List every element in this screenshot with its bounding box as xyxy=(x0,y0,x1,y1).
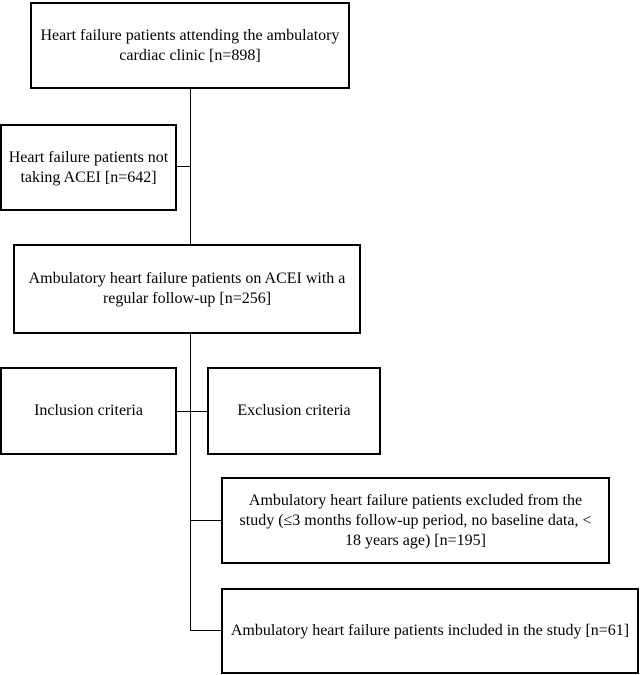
box-inclusion-criteria-text: Inclusion criteria xyxy=(34,402,143,419)
box-excluded-patients-text: Ambulatory heart failure patients exclud… xyxy=(239,491,592,549)
box-excluded-patients: Ambulatory heart failure patients exclud… xyxy=(221,477,610,564)
box-included-patients: Ambulatory heart failure patients includ… xyxy=(221,588,639,674)
box-inclusion-criteria: Inclusion criteria xyxy=(0,367,177,455)
box-exclusion-criteria-text: Exclusion criteria xyxy=(237,402,351,419)
box-attending-clinic: Heart failure patients attending the amb… xyxy=(30,2,350,89)
box-on-acei: Ambulatory heart failure patients on ACE… xyxy=(13,244,361,334)
connector-to-excluded xyxy=(190,520,222,521)
connector-to-included xyxy=(190,630,222,631)
box-on-acei-text: Ambulatory heart failure patients on ACE… xyxy=(28,270,346,307)
box-not-taking-acei-text: Heart failure patients not taking ACEI [… xyxy=(8,148,169,186)
box-attending-clinic-text: Heart failure patients attending the amb… xyxy=(40,26,340,64)
connector-to-not-taking xyxy=(176,166,191,167)
box-not-taking-acei: Heart failure patients not taking ACEI [… xyxy=(0,124,177,211)
box-included-patients-text: Ambulatory heart failure patients includ… xyxy=(230,622,630,639)
connector-inclusion-exclusion xyxy=(176,411,208,412)
box-exclusion-criteria: Exclusion criteria xyxy=(207,367,381,455)
connector-main-trunk-lower xyxy=(190,333,191,631)
